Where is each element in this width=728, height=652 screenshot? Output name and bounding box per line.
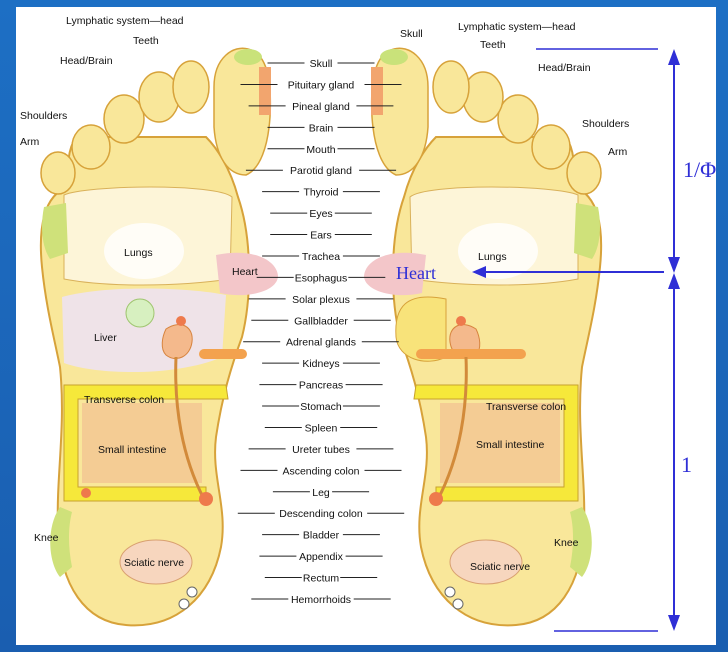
left-gallbladder: [126, 299, 154, 327]
center-label-brain: Brain: [309, 122, 334, 134]
center-label-ascending-colon: Ascending colon: [282, 465, 359, 477]
center-label-ears: Ears: [310, 230, 332, 242]
center-label-solar-plexus: Solar plexus: [292, 294, 350, 306]
center-label-hemorrhoids: Hemorrhoids: [291, 594, 351, 606]
lower-arrow-top: [668, 273, 680, 289]
left-appendix: [81, 488, 91, 498]
right-skull-label: Skull: [400, 28, 423, 40]
center-label-pineal-gland: Pineal gland: [292, 101, 350, 113]
right-lymph-label: Lymphatic system—head: [458, 21, 576, 33]
right-pancreas: [416, 349, 526, 359]
left-hemorrhoid-1: [187, 587, 197, 597]
upper-ratio-label: 1/Φ: [683, 157, 716, 182]
left-small-label: Small intestine: [98, 444, 166, 456]
right-knee-label: Knee: [554, 537, 579, 549]
lower-ratio-label: 1: [681, 452, 692, 477]
upper-arrow-bottom: [668, 257, 680, 273]
right-small-label: Small intestine: [476, 439, 544, 451]
left-toe-tip: [234, 49, 262, 65]
left-kidney: [162, 325, 192, 359]
left-arm-zone: [42, 203, 68, 259]
left-sciatic-label: Sciatic nerve: [124, 557, 184, 569]
left-toe-5: [41, 152, 75, 194]
left-heart-label: Heart: [232, 266, 258, 278]
right-arm-zone: [574, 203, 600, 259]
right-pituitary-zone: [371, 67, 383, 115]
center-label-spleen: Spleen: [305, 422, 338, 434]
right-hemorrhoid-2: [453, 599, 463, 609]
left-foot: [41, 48, 278, 625]
right-lungs-label: Lungs: [478, 251, 507, 263]
center-label-skull: Skull: [310, 58, 333, 70]
right-arm-label: Arm: [608, 146, 628, 158]
center-label-stomach: Stomach: [300, 401, 342, 413]
left-head-label: Head/Brain: [60, 55, 113, 67]
center-label-pancreas: Pancreas: [299, 380, 343, 392]
center-label-kidneys: Kidneys: [302, 358, 339, 370]
left-arm-label: Arm: [20, 136, 40, 148]
right-toe-5: [567, 152, 601, 194]
center-label-trachea: Trachea: [302, 251, 340, 263]
left-hemorrhoid-2: [179, 599, 189, 609]
left-bladder: [199, 492, 213, 506]
left-pancreas: [199, 349, 247, 359]
right-bladder: [429, 492, 443, 506]
left-adrenal: [176, 316, 186, 326]
center-label-eyes: Eyes: [309, 208, 332, 220]
left-pituitary-zone: [259, 67, 271, 115]
right-shoulders-label: Shoulders: [582, 118, 629, 130]
right-adrenal: [456, 316, 466, 326]
right-toe-3: [498, 95, 538, 143]
left-teeth-label: Teeth: [133, 35, 159, 47]
center-label-appendix: Appendix: [299, 551, 344, 563]
center-label-pituitary-gland: Pituitary gland: [288, 79, 355, 91]
right-toe-tip: [380, 49, 408, 65]
left-shoulders-label: Shoulders: [20, 110, 67, 122]
left-lymph-label: Lymphatic system—head: [66, 15, 184, 27]
right-transverse-label: Transverse colon: [486, 401, 566, 413]
left-transverse-label: Transverse colon: [84, 394, 164, 406]
lower-arrow-bottom: [668, 615, 680, 631]
left-lungs-label: Lungs: [124, 247, 153, 259]
right-hemorrhoid-1: [445, 587, 455, 597]
center-label-adrenal-glands: Adrenal glands: [286, 337, 356, 349]
center-label-bladder: Bladder: [303, 530, 340, 542]
center-label-esophagus: Esophagus: [295, 272, 348, 284]
right-sciatic-label: Sciatic nerve: [470, 561, 530, 573]
right-toe-4: [532, 125, 570, 169]
right-teeth-label: Teeth: [480, 39, 506, 51]
left-liver-label: Liver: [94, 332, 117, 344]
center-label-parotid-gland: Parotid gland: [290, 165, 352, 177]
center-label-mouth: Mouth: [306, 144, 335, 156]
upper-arrow-top: [668, 49, 680, 65]
left-toe-1: [173, 61, 209, 113]
center-label-descending-colon: Descending colon: [279, 508, 363, 520]
center-label-leg: Leg: [312, 487, 330, 499]
right-toe-1: [433, 61, 469, 113]
heart-annotation: Heart: [396, 263, 436, 283]
left-toe-3: [104, 95, 144, 143]
left-toe-4: [72, 125, 110, 169]
center-label-ureter-tubes: Ureter tubes: [292, 444, 350, 456]
center-label-rectum: Rectum: [303, 573, 339, 585]
left-knee-label: Knee: [34, 532, 59, 544]
center-label-thyroid: Thyroid: [303, 187, 338, 199]
right-head-label: Head/Brain: [538, 62, 591, 74]
center-label-gallbladder: Gallbladder: [294, 315, 348, 327]
